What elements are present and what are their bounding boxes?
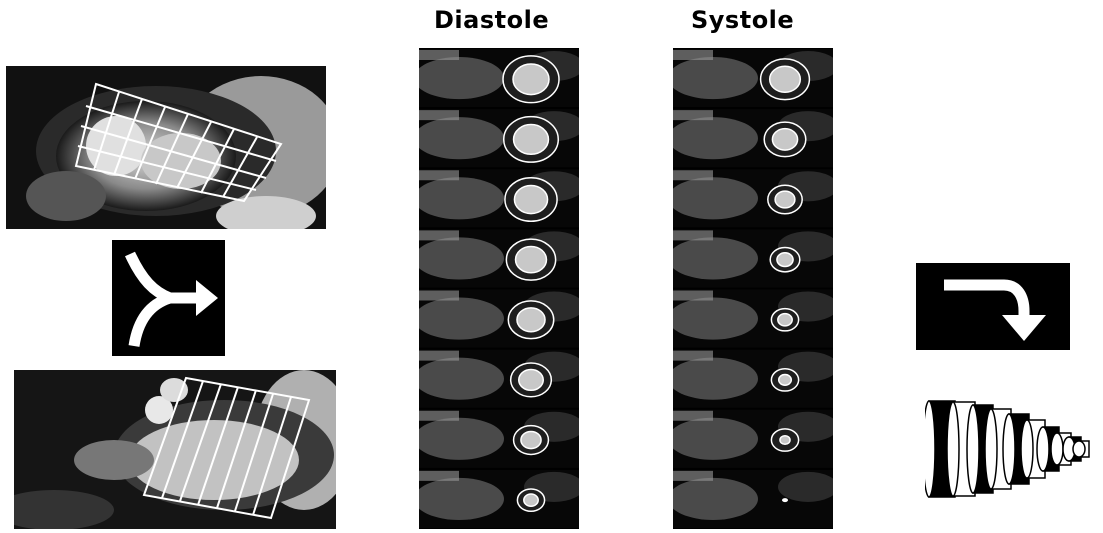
turn-down-arrow-icon — [916, 263, 1070, 350]
systole-slice — [673, 169, 833, 227]
systole-slice — [673, 470, 833, 528]
systole-slice-stack — [673, 48, 833, 529]
diastole-slice — [419, 470, 579, 528]
disc — [1073, 441, 1089, 457]
systole-slice — [673, 350, 833, 408]
systole-slice — [673, 229, 833, 287]
diastole-slice — [419, 169, 579, 227]
systole-slice — [673, 410, 833, 468]
systole-slice — [673, 49, 833, 107]
systole-slice — [673, 290, 833, 348]
four-chamber-image — [6, 66, 326, 229]
systole-slices — [673, 48, 833, 529]
two-chamber-image — [14, 370, 336, 529]
disc-stack-model — [925, 398, 1103, 500]
systole-slice — [673, 109, 833, 167]
merge-arrow-icon — [112, 240, 225, 356]
diastole-slice — [419, 290, 579, 348]
diastole-slice — [419, 49, 579, 107]
diastole-slices — [419, 48, 579, 529]
diastole-slice — [419, 109, 579, 167]
diastole-slice — [419, 229, 579, 287]
diastole-slice — [419, 350, 579, 408]
diastole-slice — [419, 410, 579, 468]
diastole-heading: Diastole — [434, 6, 549, 34]
systole-heading: Systole — [691, 6, 794, 34]
diastole-slice-stack — [419, 48, 579, 529]
